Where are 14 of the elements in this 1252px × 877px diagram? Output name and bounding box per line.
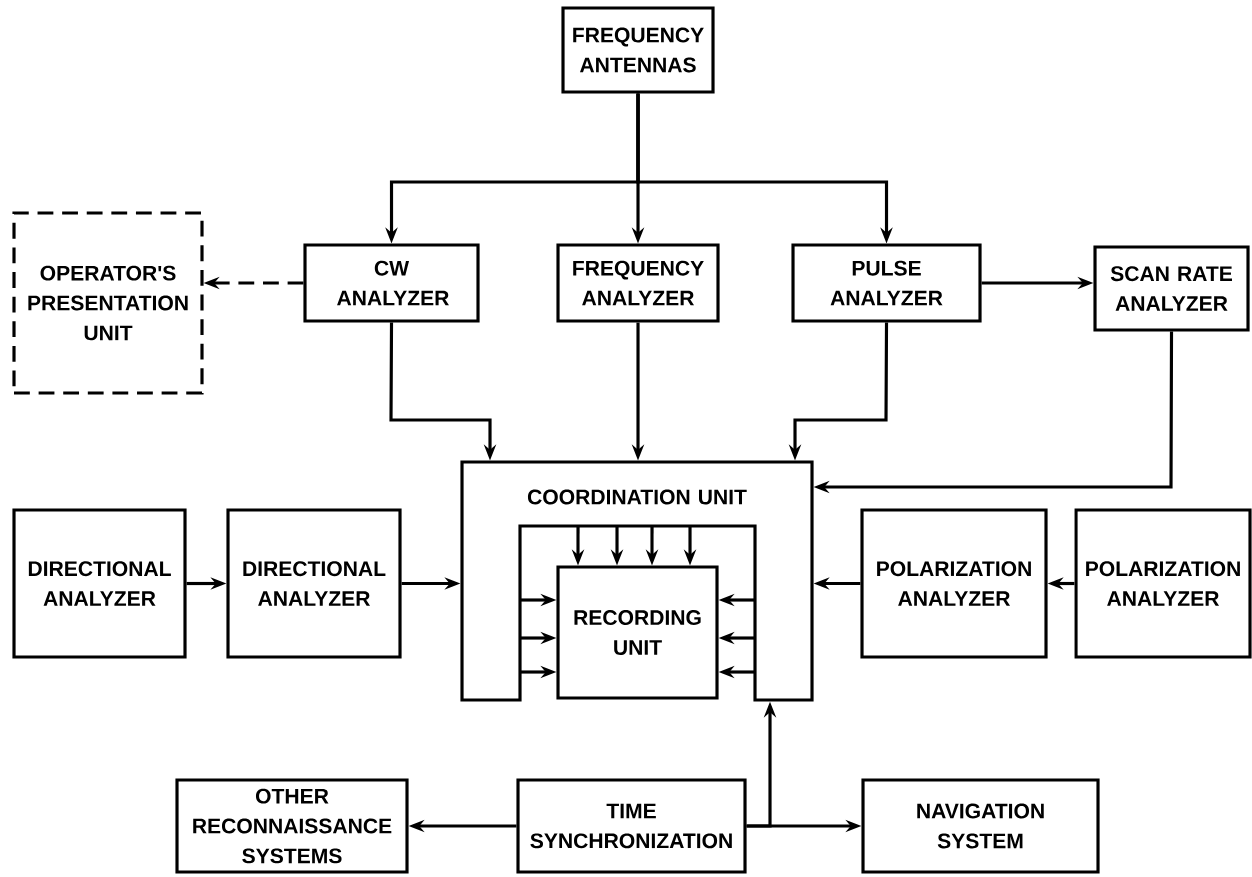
process-box: CW ANALYZER	[303, 243, 480, 323]
process-box: RECORDING UNIT	[556, 565, 719, 700]
process-box: DIRECTIONAL ANALYZER	[226, 508, 402, 659]
process-box: NAVIGATION SYSTEM	[861, 778, 1100, 874]
process-box: PULSE ANALYZER	[791, 243, 982, 323]
process-box: FREQUENCY ANALYZER	[556, 243, 720, 323]
process-box: POLARIZATION ANALYZER	[860, 508, 1048, 659]
process-box: POLARIZATION ANALYZER	[1074, 508, 1252, 659]
process-box: SCAN RATE ANALYZER	[1093, 245, 1250, 332]
process-box: FREQUENCY ANTENNAS	[561, 6, 715, 94]
process-box: DIRECTIONAL ANALYZER	[12, 508, 187, 659]
dashed-box: OPERATOR'S PRESENTATION UNIT	[12, 211, 204, 395]
process-box: TIME SYNCHRONIZATION	[516, 778, 747, 874]
process-box: OTHER RECONNAISSANCE SYSTEMS	[175, 778, 409, 874]
